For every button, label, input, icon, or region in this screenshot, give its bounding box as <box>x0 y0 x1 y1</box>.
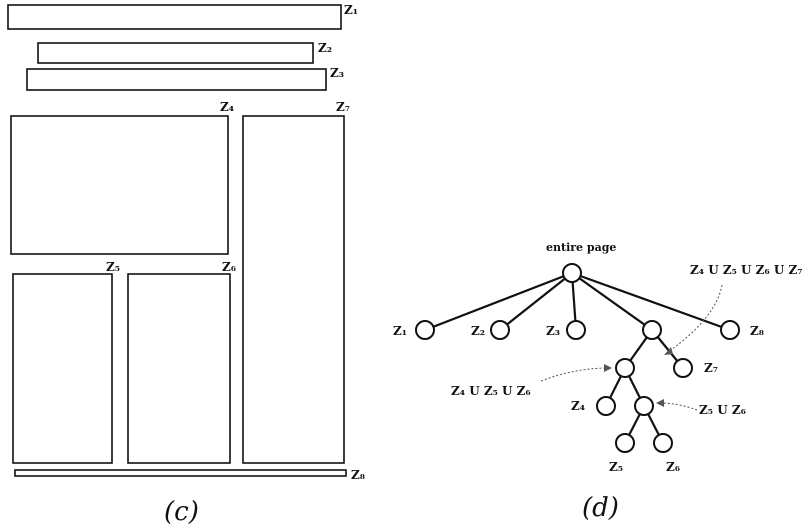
pointer-union-all-arrowhead <box>664 347 673 355</box>
pointer-union-56 <box>659 402 698 411</box>
zone-z2-label: Z₂ <box>318 41 332 55</box>
zone-z6-label: Z₆ <box>222 260 236 274</box>
leaf-z7-label: Z₇ <box>704 361 718 375</box>
node-z6 <box>653 433 673 453</box>
node-union-56 <box>634 396 654 416</box>
panel-c-caption: (c) <box>164 497 199 527</box>
root-label: entire page <box>546 241 616 254</box>
node-z4 <box>596 396 616 416</box>
panel-d-caption: (d) <box>582 493 619 523</box>
node-z7 <box>673 358 693 378</box>
leaf-z4-label: Z₄ <box>571 399 585 413</box>
zone-z3 <box>26 68 327 91</box>
zone-z4 <box>10 115 229 255</box>
union-456-label: Z₄ U Z₅ U Z₆ <box>451 384 531 398</box>
zone-z7 <box>242 115 345 464</box>
zone-z2 <box>37 42 314 64</box>
edge-root-union-all <box>571 272 653 331</box>
node-z3 <box>566 320 586 340</box>
node-union-456 <box>615 358 635 378</box>
pointer-union-all <box>667 284 723 353</box>
zone-z6 <box>127 273 231 464</box>
union-all-label: Z₄ U Z₅ U Z₆ U Z₇ <box>690 263 803 277</box>
leaf-z2-label: Z₂ <box>471 324 485 338</box>
edge-root-z2 <box>499 272 573 331</box>
zone-z4-label: Z₄ <box>220 100 234 114</box>
leaf-z3-label: Z₃ <box>546 324 560 338</box>
zone-z8-label: Z₈ <box>351 468 365 482</box>
zone-z7-label: Z₇ <box>336 100 350 114</box>
node-z5 <box>615 433 635 453</box>
union-56-label: Z₅ U Z₆ <box>699 403 746 417</box>
zone-z3-label: Z₃ <box>330 66 344 80</box>
pointer-union-456-arrowhead <box>604 364 612 372</box>
zone-z1 <box>7 4 342 30</box>
node-z2 <box>490 320 510 340</box>
node-union-all <box>642 320 662 340</box>
node-root <box>562 263 582 283</box>
leaf-z8-label: Z₈ <box>750 324 764 338</box>
leaf-z5-label: Z₅ <box>609 460 623 474</box>
zone-z5 <box>12 273 113 464</box>
pointer-union-456 <box>540 367 609 382</box>
leaf-z6-label: Z₆ <box>666 460 680 474</box>
node-z1 <box>415 320 435 340</box>
node-z8 <box>720 320 740 340</box>
edge-root-z1 <box>424 271 573 332</box>
zone-z5-label: Z₅ <box>106 260 120 274</box>
leaf-z1-label: Z₁ <box>393 324 407 338</box>
zone-z1-label: Z₁ <box>344 3 358 17</box>
tree-panel: entire page Z₄ U Z₅ U Z₆ U Z₇ Z₁ Z₂ Z₃ Z… <box>393 241 803 523</box>
zone-z8 <box>14 469 347 477</box>
pointer-union-56-arrowhead <box>656 399 664 407</box>
layout-panel: Z₁ Z₂ Z₃ Z₄ Z₇ Z₅ Z₆ Z₈ (c) <box>7 3 365 527</box>
